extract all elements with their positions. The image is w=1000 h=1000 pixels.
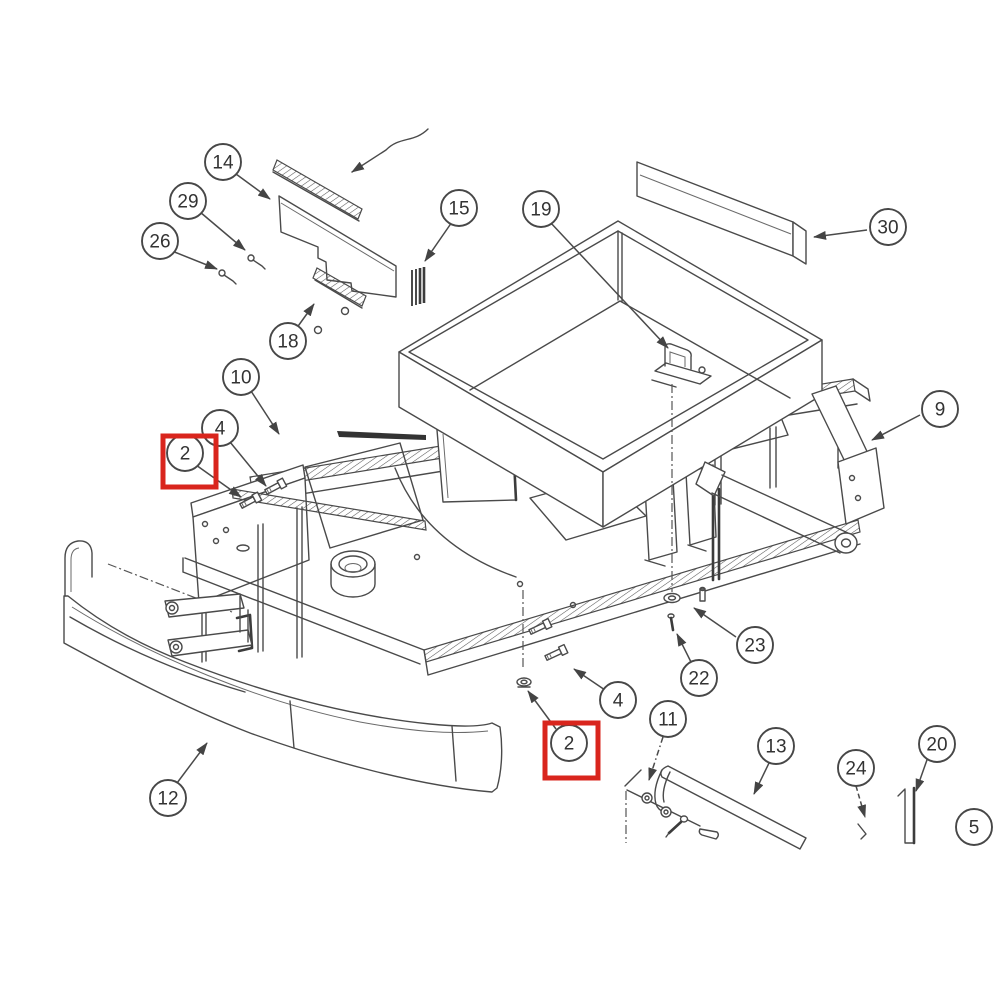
svg-text:19: 19	[530, 200, 551, 221]
bolt-group-left	[239, 477, 288, 509]
svg-text:11: 11	[658, 710, 678, 731]
svg-text:10: 10	[230, 368, 251, 389]
svg-text:30: 30	[877, 218, 898, 239]
svg-text:2: 2	[180, 444, 191, 465]
hardware-22-23	[663, 586, 706, 632]
highlight-box-1	[160, 433, 219, 490]
callout-9[interactable]: 9	[921, 390, 959, 428]
roller-end	[834, 532, 858, 554]
svg-text:13: 13	[765, 737, 786, 758]
callout-18[interactable]: 18	[269, 322, 307, 360]
svg-text:5: 5	[969, 818, 980, 839]
svg-text:9: 9	[935, 400, 946, 421]
callout-29[interactable]: 29	[169, 182, 207, 220]
callout-2-left[interactable]: 2	[166, 434, 204, 472]
svg-text:2: 2	[564, 734, 575, 755]
screw-26	[218, 269, 237, 285]
callout-2-bottom[interactable]: 2	[550, 724, 588, 762]
spindle-cylinder	[330, 550, 376, 598]
svg-text:24: 24	[845, 759, 867, 780]
strap-bar-20	[897, 786, 916, 845]
top-bar-30	[636, 161, 807, 265]
svg-text:12: 12	[157, 789, 178, 810]
hopper-box	[398, 220, 823, 592]
callout-30[interactable]: 30	[869, 208, 907, 246]
svg-text:4: 4	[215, 419, 226, 440]
front-rail	[423, 519, 861, 663]
callout-23[interactable]: 23	[736, 626, 774, 664]
svg-text:14: 14	[212, 153, 234, 174]
highlight-box-2	[542, 720, 601, 781]
diagonal-bar-13	[660, 765, 807, 850]
callout-5[interactable]: 5	[955, 808, 993, 846]
callout-4-bottom[interactable]: 4	[599, 681, 637, 719]
callout-22[interactable]: 22	[680, 659, 718, 697]
svg-text:20: 20	[926, 735, 947, 756]
spacer-bars-15	[411, 267, 426, 306]
callout-26[interactable]: 26	[141, 222, 179, 260]
callout-11[interactable]: 11	[649, 700, 687, 738]
svg-text:15: 15	[448, 199, 469, 220]
bolt-group-bottom	[516, 590, 569, 688]
screw-18b	[340, 306, 350, 316]
svg-text:26: 26	[149, 232, 170, 253]
claw-brackets	[164, 593, 253, 657]
callout-13[interactable]: 13	[757, 727, 795, 765]
svg-text:23: 23	[744, 636, 765, 657]
support-leg	[695, 385, 885, 554]
callout-24[interactable]: 24	[837, 749, 875, 787]
callout-20[interactable]: 20	[918, 725, 956, 763]
bottom-right-group	[624, 765, 916, 850]
svg-text:22: 22	[688, 669, 709, 690]
callout-14[interactable]: 14	[204, 143, 242, 181]
screw-29	[247, 254, 266, 270]
top-plate-group	[218, 128, 429, 335]
hatched-strip-14	[272, 159, 363, 220]
callout-19[interactable]: 19	[522, 190, 560, 228]
clip-24	[857, 823, 867, 840]
svg-text:29: 29	[177, 192, 198, 213]
callout-10[interactable]: 10	[222, 358, 260, 396]
callout-4-left[interactable]: 4	[201, 409, 239, 447]
svg-text:18: 18	[277, 332, 298, 353]
bold-line	[337, 431, 426, 440]
bumper	[63, 540, 503, 793]
callout-12[interactable]: 12	[149, 779, 187, 817]
screw-18a	[313, 325, 323, 335]
strip-pointer-line	[351, 128, 429, 173]
svg-text:4: 4	[613, 691, 624, 712]
hatched-strip-18	[312, 267, 367, 307]
callout-15[interactable]: 15	[440, 189, 478, 227]
